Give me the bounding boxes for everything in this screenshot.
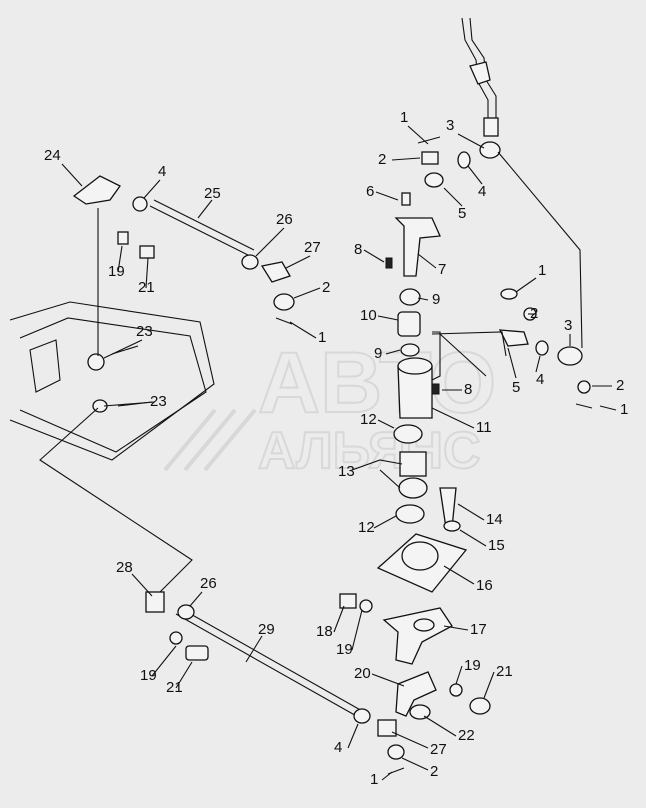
callout: 19: [140, 667, 157, 684]
callout: 20: [354, 665, 371, 682]
callout: 19: [108, 263, 125, 280]
callout: 22: [458, 727, 475, 744]
callout: 25: [204, 185, 221, 202]
callout: 6: [366, 183, 374, 200]
cab-floor: [9, 301, 215, 461]
callout: 8: [464, 381, 472, 398]
callout: 9: [432, 291, 440, 308]
callout: 1: [400, 109, 408, 126]
callout: 18: [316, 623, 333, 640]
callout: 12: [360, 411, 377, 428]
callout: 19: [464, 657, 481, 674]
callout: 14: [486, 511, 503, 528]
callout: 27: [430, 741, 447, 758]
callout: 1: [318, 329, 326, 346]
callout-labels: 1 2 3 4 5 6 7 8 9 10 9 1 2 3 4 5 2 1 8 1…: [44, 109, 628, 788]
callout: 12: [358, 519, 375, 536]
callout: 3: [564, 317, 572, 334]
callout: 1: [538, 262, 546, 279]
callout: 3: [446, 117, 454, 134]
callout: 1: [620, 401, 628, 418]
callout: 17: [470, 621, 487, 638]
callout: 2: [430, 763, 438, 780]
gear-lever: [461, 17, 499, 137]
callout: 15: [488, 537, 505, 554]
callout: 23: [136, 323, 153, 340]
callout: 2: [378, 151, 386, 168]
mount-plate: [376, 487, 468, 593]
callout: 16: [476, 577, 493, 594]
callout: 11: [476, 419, 492, 436]
callout: 9: [374, 345, 382, 362]
watermark-line2: АЛЬЯНС: [258, 422, 481, 480]
callout: 5: [512, 379, 520, 396]
callout: 8: [354, 241, 362, 258]
callout: 13: [338, 463, 355, 480]
callout: 2: [616, 377, 624, 394]
callout: 21: [496, 663, 513, 680]
callout: 29: [258, 621, 275, 638]
callout: 5: [458, 205, 466, 222]
callout: 2: [322, 279, 330, 296]
lower-lever: [339, 593, 491, 720]
lower-rod: [145, 591, 405, 775]
callout: 10: [360, 307, 377, 324]
callout: 4: [158, 163, 166, 180]
callout: 26: [200, 575, 217, 592]
callout: 4: [334, 739, 342, 756]
upper-linkage: [385, 136, 501, 524]
callout: 19: [336, 641, 353, 658]
callout: 4: [536, 371, 544, 388]
callout: 28: [116, 559, 133, 576]
right-linkage: [431, 151, 593, 409]
upper-left-rod: [72, 175, 295, 325]
callout-leaders: [61, 125, 617, 781]
callout: 4: [478, 183, 486, 200]
callout: 1: [370, 771, 378, 788]
callout: 7: [438, 261, 446, 278]
callout: 26: [276, 211, 293, 228]
callout: 24: [44, 147, 61, 164]
callout: 27: [304, 239, 321, 256]
callout: 23: [150, 393, 167, 410]
watermark-logo: [163, 408, 257, 472]
